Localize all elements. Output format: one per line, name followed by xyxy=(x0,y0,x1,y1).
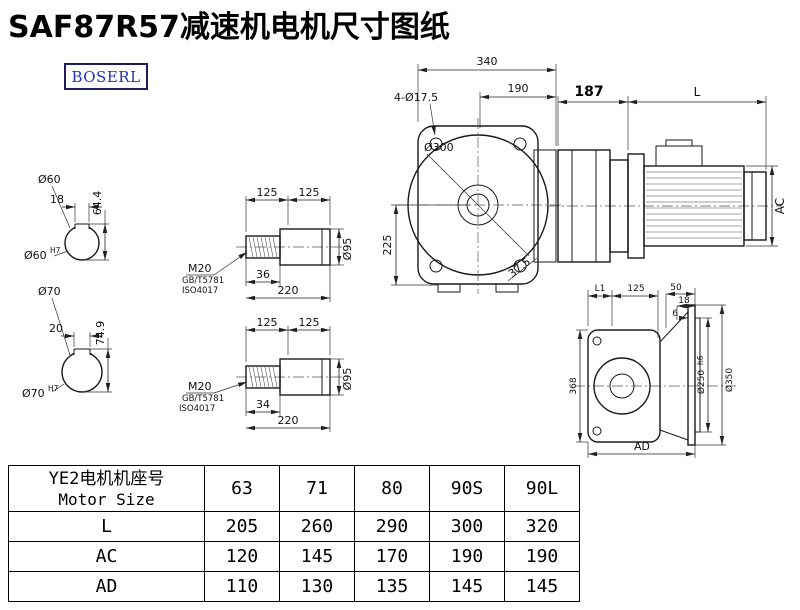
front-view: Ø300 340 190 4-Ø17.5 225 37.5 xyxy=(381,55,562,294)
bore-section-70: Ø70 20 74.9 Ø70 H7 xyxy=(22,285,112,400)
row-AD-v1: 130 xyxy=(279,571,355,602)
row-L-label: L xyxy=(8,511,205,542)
dim-shaft-bottom-thread: M20 xyxy=(188,380,212,393)
row-AC-label: AC xyxy=(8,541,205,572)
dim-bore60-key-depth: 64.4 xyxy=(91,191,104,216)
row-L-v1: 260 xyxy=(279,511,355,542)
dim-corner: 37.5 xyxy=(506,255,533,280)
row-AC-v1: 145 xyxy=(279,541,355,572)
motor-fins xyxy=(646,171,742,239)
fan-cover xyxy=(743,171,767,241)
dim-shaft-top-thread: M20 xyxy=(188,262,212,275)
dim-rear-flange-dia: Ø350 xyxy=(724,368,735,393)
dim-flange-width: 190 xyxy=(508,82,529,95)
row-L-v3: 300 xyxy=(429,511,505,542)
dim-shaft-bottom-std1: GB/T5781 xyxy=(182,394,224,404)
row-AD-v0: 110 xyxy=(204,571,280,602)
row-L-v2: 290 xyxy=(354,511,430,542)
row-AD-label: AD xyxy=(8,571,205,602)
dim-bolt-holes: 4-Ø17.5 xyxy=(394,91,438,104)
brand-logo-text: BOSERL xyxy=(71,67,141,86)
dim-bore70-key-width: 20 xyxy=(49,322,63,335)
dim-shaft-top-thread-len: 36 xyxy=(256,268,270,281)
bore-section-60: Ø60 18 64.4 Ø60 H7 xyxy=(24,173,109,262)
dim-rear-l1: L1 xyxy=(595,284,606,294)
dim-shaft-top-len2: 125 xyxy=(299,186,320,199)
side-view: 187 L AC xyxy=(548,84,787,263)
terminal-box xyxy=(655,145,703,167)
dim-bore70-fit: Ø70 xyxy=(22,387,45,400)
dim-motor-height: AC xyxy=(773,198,787,214)
row-AD-v3: 145 xyxy=(429,571,505,602)
dim-shaft-bottom-thread-len: 34 xyxy=(256,398,270,411)
dim-overall-width: 340 xyxy=(477,55,498,68)
dim-rear-18: 18 xyxy=(678,296,690,306)
dim-bore60-fit: Ø60 xyxy=(24,249,47,262)
dim-shaft-bottom-dia: Ø95 xyxy=(341,368,354,391)
row-L-v4: 320 xyxy=(504,511,580,542)
dim-motor-length: L xyxy=(694,85,701,99)
dim-bore60-key-width: 18 xyxy=(50,193,64,206)
dim-rear-50: 50 xyxy=(670,283,682,293)
technical-drawing: Ø300 340 190 4-Ø17.5 225 37.5 xyxy=(22,55,787,458)
dim-rear-spigot-tol: h6 xyxy=(696,355,705,365)
dim-shaft-bottom-len2: 125 xyxy=(299,316,320,329)
size-90S: 90S xyxy=(429,465,505,512)
row-AC-v0: 120 xyxy=(204,541,280,572)
dim-bore70-fit-tol: H7 xyxy=(48,384,59,393)
dim-gear-length: 187 xyxy=(574,84,603,100)
row-AD-v2: 135 xyxy=(354,571,430,602)
dim-rear-ad: AD xyxy=(634,440,650,453)
brand-logo: BOSERL xyxy=(64,63,148,90)
row-L-v0: 205 xyxy=(204,511,280,542)
dim-shaft-top-total: 220 xyxy=(278,284,299,297)
motor-size-label-en: Motor Size xyxy=(58,489,155,509)
size-71: 71 xyxy=(279,465,355,512)
dim-bore70-key-depth: 74.9 xyxy=(94,321,107,346)
dim-shaft-bottom-total: 220 xyxy=(278,414,299,427)
row-AC-v4: 190 xyxy=(504,541,580,572)
dim-shaft-top-std1: GB/T5781 xyxy=(182,276,224,286)
size-90L: 90L xyxy=(504,465,580,512)
rear-view-dimensions: L1 125 50 18 6 368 Ø250 h6 xyxy=(569,283,735,458)
size-63: 63 xyxy=(204,465,280,512)
page-title: SAF87R57减速机电机尺寸图纸 xyxy=(8,10,450,45)
dim-shaft-top-len1: 125 xyxy=(257,186,278,199)
dim-rear-125: 125 xyxy=(627,284,644,294)
dim-bore60-dia: Ø60 xyxy=(38,173,61,186)
dim-rear-height: 368 xyxy=(569,377,579,394)
front-view-dimensions: Ø300 340 190 4-Ø17.5 225 37.5 xyxy=(381,55,557,286)
row-AC-v2: 170 xyxy=(354,541,430,572)
dim-shaft-bottom-std2: ISO4017 xyxy=(179,404,215,414)
dim-shaft-top-dia: Ø95 xyxy=(341,238,354,261)
shaft-detail-top: 125 125 M20 GB/T5781 ISO4017 36 220 Ø95 xyxy=(182,186,354,302)
shaft-detail-bottom: 125 125 M20 GB/T5781 ISO4017 34 220 Ø95 xyxy=(179,316,354,432)
dim-rear-6: 6 xyxy=(672,309,678,319)
row-AC-v3: 190 xyxy=(429,541,505,572)
size-80: 80 xyxy=(354,465,430,512)
dim-shaft-bottom-len1: 125 xyxy=(257,316,278,329)
dim-bore60-fit-tol: H7 xyxy=(50,246,61,255)
rear-view-outline xyxy=(587,304,701,446)
dim-bore70-dia: Ø70 xyxy=(38,285,61,298)
side-view-dimensions: 187 L AC xyxy=(557,84,787,247)
motor-size-table: YE2电机机座号 Motor Size 63 71 80 90S 90L L 2… xyxy=(8,465,580,602)
side-view-outline xyxy=(557,139,767,263)
row-AD-v4: 145 xyxy=(504,571,580,602)
rear-view: L1 125 50 18 6 368 Ø250 h6 xyxy=(569,283,736,458)
table-header-motor-size: YE2电机机座号 Motor Size xyxy=(8,465,205,512)
dim-shaft-top-std2: ISO4017 xyxy=(182,286,218,296)
dim-center-height: 225 xyxy=(381,235,394,256)
dim-flange-dia: Ø300 xyxy=(424,141,454,154)
dim-rear-spigot-dia: Ø250 xyxy=(696,370,707,395)
motor-size-label-cn: YE2电机机座号 xyxy=(48,468,165,489)
